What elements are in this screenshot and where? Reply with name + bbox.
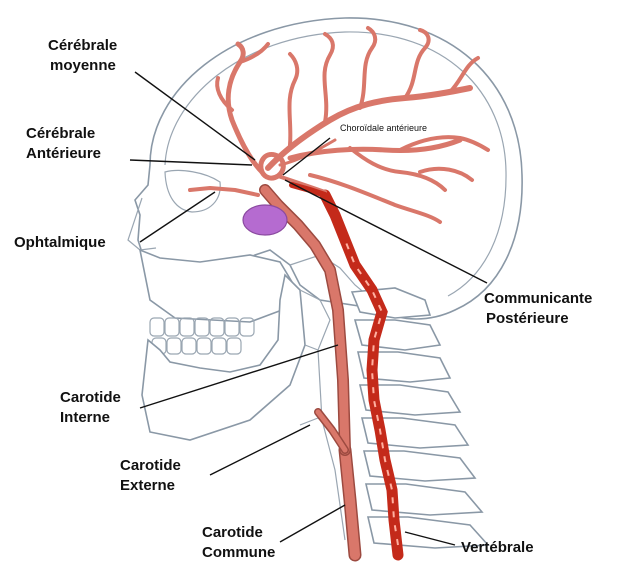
label-vertebrale: Vertébrale — [461, 539, 534, 556]
label-carotide-externe-line1: Carotide — [120, 457, 181, 474]
label-carotide-commune-line2: Commune — [202, 544, 275, 561]
upper-teeth — [150, 318, 254, 336]
lower-teeth — [152, 338, 241, 354]
label-communicante-posterieure-line1: Communicante — [484, 290, 592, 307]
label-cerebrale-anterieure-line1: Cérébrale — [26, 125, 95, 142]
leader-carotide-commune — [280, 505, 345, 542]
label-carotide-commune-line1: Carotide — [202, 524, 263, 541]
label-communicante-posterieure-line2: Postérieure — [486, 310, 569, 327]
vertebra-c2 — [355, 320, 440, 350]
common-carotid-artery — [345, 450, 355, 555]
leader-carotide-externe — [210, 425, 310, 475]
maxilla — [140, 250, 292, 322]
label-carotide-interne-line1: Carotide — [60, 389, 121, 406]
label-carotide-externe-line2: Externe — [120, 477, 175, 494]
label-ophtalmique: Ophtalmique — [14, 234, 106, 251]
vertebra-c7 — [366, 484, 482, 515]
pituitary-gland — [243, 205, 287, 235]
label-cerebrale-moyenne-line1: Cérébrale — [48, 37, 117, 54]
label-cerebrale-anterieure-line2: Antérieure — [26, 145, 101, 162]
label-choroidale-anterieure: Choroïdale antérieure — [340, 123, 427, 133]
label-carotide-interne-line2: Interne — [60, 409, 110, 426]
label-cerebrale-moyenne-line2: moyenne — [50, 57, 116, 74]
